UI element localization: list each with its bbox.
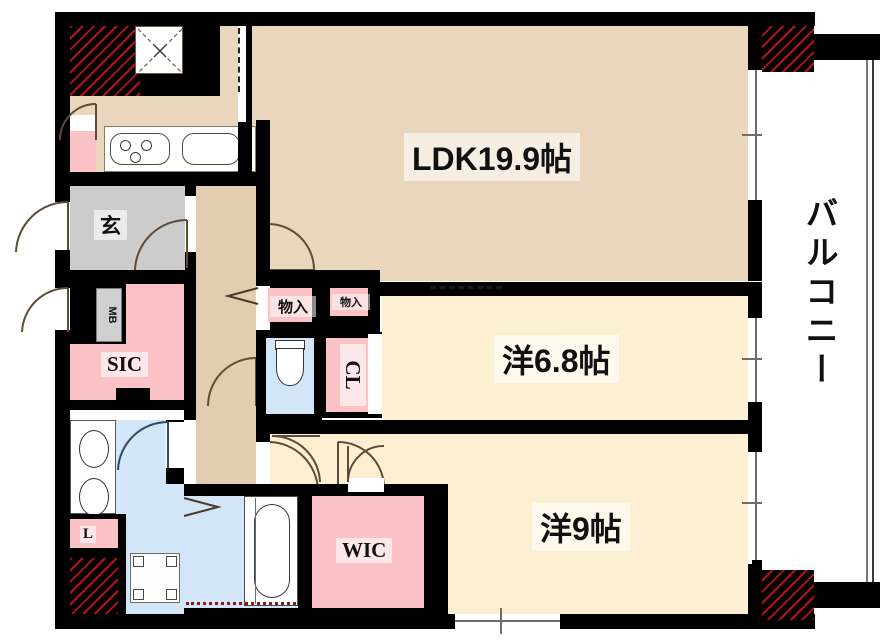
door-kitchen-side[interactable] bbox=[40, 100, 100, 144]
room-label-bedroom2: 洋9帖 bbox=[532, 503, 630, 551]
wic-door-opening[interactable] bbox=[348, 478, 384, 492]
stove-burner-3 bbox=[130, 152, 141, 163]
door-toilet[interactable] bbox=[206, 356, 258, 408]
washroom-door-opening[interactable] bbox=[166, 422, 184, 468]
storage-label-mono-1: 物入 bbox=[270, 296, 316, 317]
storage-label-mono-2: 物入 bbox=[332, 294, 370, 310]
vanity-basin-upper bbox=[79, 430, 109, 468]
wall-balcony-top bbox=[814, 34, 880, 60]
door-wic[interactable] bbox=[344, 444, 390, 484]
door-washroom[interactable] bbox=[116, 420, 170, 472]
room-label-genkan: 玄 bbox=[94, 210, 127, 240]
door-sic[interactable] bbox=[12, 286, 70, 334]
window-bedroom2-glass bbox=[755, 452, 757, 564]
wall-top-right-return bbox=[752, 12, 814, 26]
storage-kitchen-side bbox=[70, 131, 96, 172]
meter-box: MB bbox=[96, 288, 122, 342]
window-bedroom2-bottom-glass bbox=[455, 620, 560, 622]
exterior-wall-bottom bbox=[55, 614, 815, 629]
hallway-floor bbox=[196, 284, 256, 484]
door-entrance[interactable] bbox=[8, 200, 70, 254]
cl-door-opening[interactable] bbox=[368, 334, 382, 414]
wall-bedroom1-top bbox=[380, 282, 762, 296]
wall-hall-left bbox=[184, 284, 196, 410]
pillar-top-left bbox=[70, 26, 140, 96]
room-label-balcony: バルコニー bbox=[801, 196, 838, 391]
stove-burner-1 bbox=[120, 140, 131, 151]
pillar-bottom-right bbox=[762, 568, 814, 620]
pillar-bottom-left bbox=[70, 558, 118, 614]
balcony-rail-outer bbox=[872, 60, 874, 582]
washer-pan bbox=[130, 553, 180, 603]
genkan-floor bbox=[70, 186, 185, 270]
window-bedroom2-handle bbox=[742, 502, 770, 504]
wall-bedroom1-bottom bbox=[256, 420, 762, 434]
door-genkan-inner[interactable] bbox=[133, 218, 189, 272]
room-label-ldk: LDK19.9帖 bbox=[404, 133, 581, 181]
bedroom2-door-opening[interactable] bbox=[256, 442, 270, 484]
stove-burner-2 bbox=[141, 140, 152, 151]
kitchen-sink bbox=[182, 133, 240, 165]
storage-kitchen-side-door[interactable] bbox=[70, 115, 96, 131]
door-bath-fold[interactable] bbox=[182, 496, 222, 518]
storage-label-linen: L bbox=[80, 526, 97, 543]
vanity-basin-lower bbox=[79, 478, 109, 516]
door-ldk-hall[interactable] bbox=[268, 222, 318, 274]
wall-balcony-bottom bbox=[814, 582, 880, 608]
sic-door-opening[interactable] bbox=[55, 288, 70, 330]
balcony-floor bbox=[762, 72, 880, 570]
storage-label-wic: WIC bbox=[336, 538, 393, 563]
meter-box-label: MB bbox=[106, 306, 118, 324]
overhead-cabinet-dashed bbox=[238, 28, 240, 92]
balcony-rail-inner bbox=[866, 60, 868, 582]
window-bedroom1-glass bbox=[755, 318, 757, 402]
toilet-bowl bbox=[276, 348, 304, 386]
window-ldk-balcony-handle bbox=[742, 134, 770, 136]
kitchen-partition-open bbox=[238, 26, 246, 122]
window-bedroom1-handle bbox=[742, 358, 770, 360]
door-mono1-fold[interactable] bbox=[224, 286, 260, 306]
mono1-door-opening[interactable] bbox=[256, 286, 270, 330]
wall-genkan-top bbox=[70, 172, 256, 186]
door-bedroom1-hall[interactable] bbox=[270, 434, 332, 484]
window-bedroom2-bottom-handle bbox=[500, 608, 502, 634]
exterior-wall-top bbox=[55, 12, 815, 26]
bathtub-inner bbox=[254, 504, 290, 598]
door-bedroom1-inner[interactable] bbox=[336, 440, 390, 488]
ceiling-vent-icon bbox=[135, 26, 183, 74]
room-label-bedroom1: 洋6.8帖 bbox=[494, 335, 619, 383]
bathtub-ledge bbox=[246, 498, 256, 604]
hallway-floor-upper bbox=[196, 186, 256, 284]
ldk-ceiling-dashed-line bbox=[430, 286, 502, 289]
wall-kitchen-right bbox=[256, 120, 270, 178]
storage-label-cl: CL bbox=[340, 344, 366, 406]
wall-hall-left-lower bbox=[184, 410, 196, 420]
front-door-opening[interactable] bbox=[55, 202, 70, 250]
storage-label-sic: SIC bbox=[101, 352, 149, 377]
bath-drain-dotted bbox=[186, 602, 296, 605]
